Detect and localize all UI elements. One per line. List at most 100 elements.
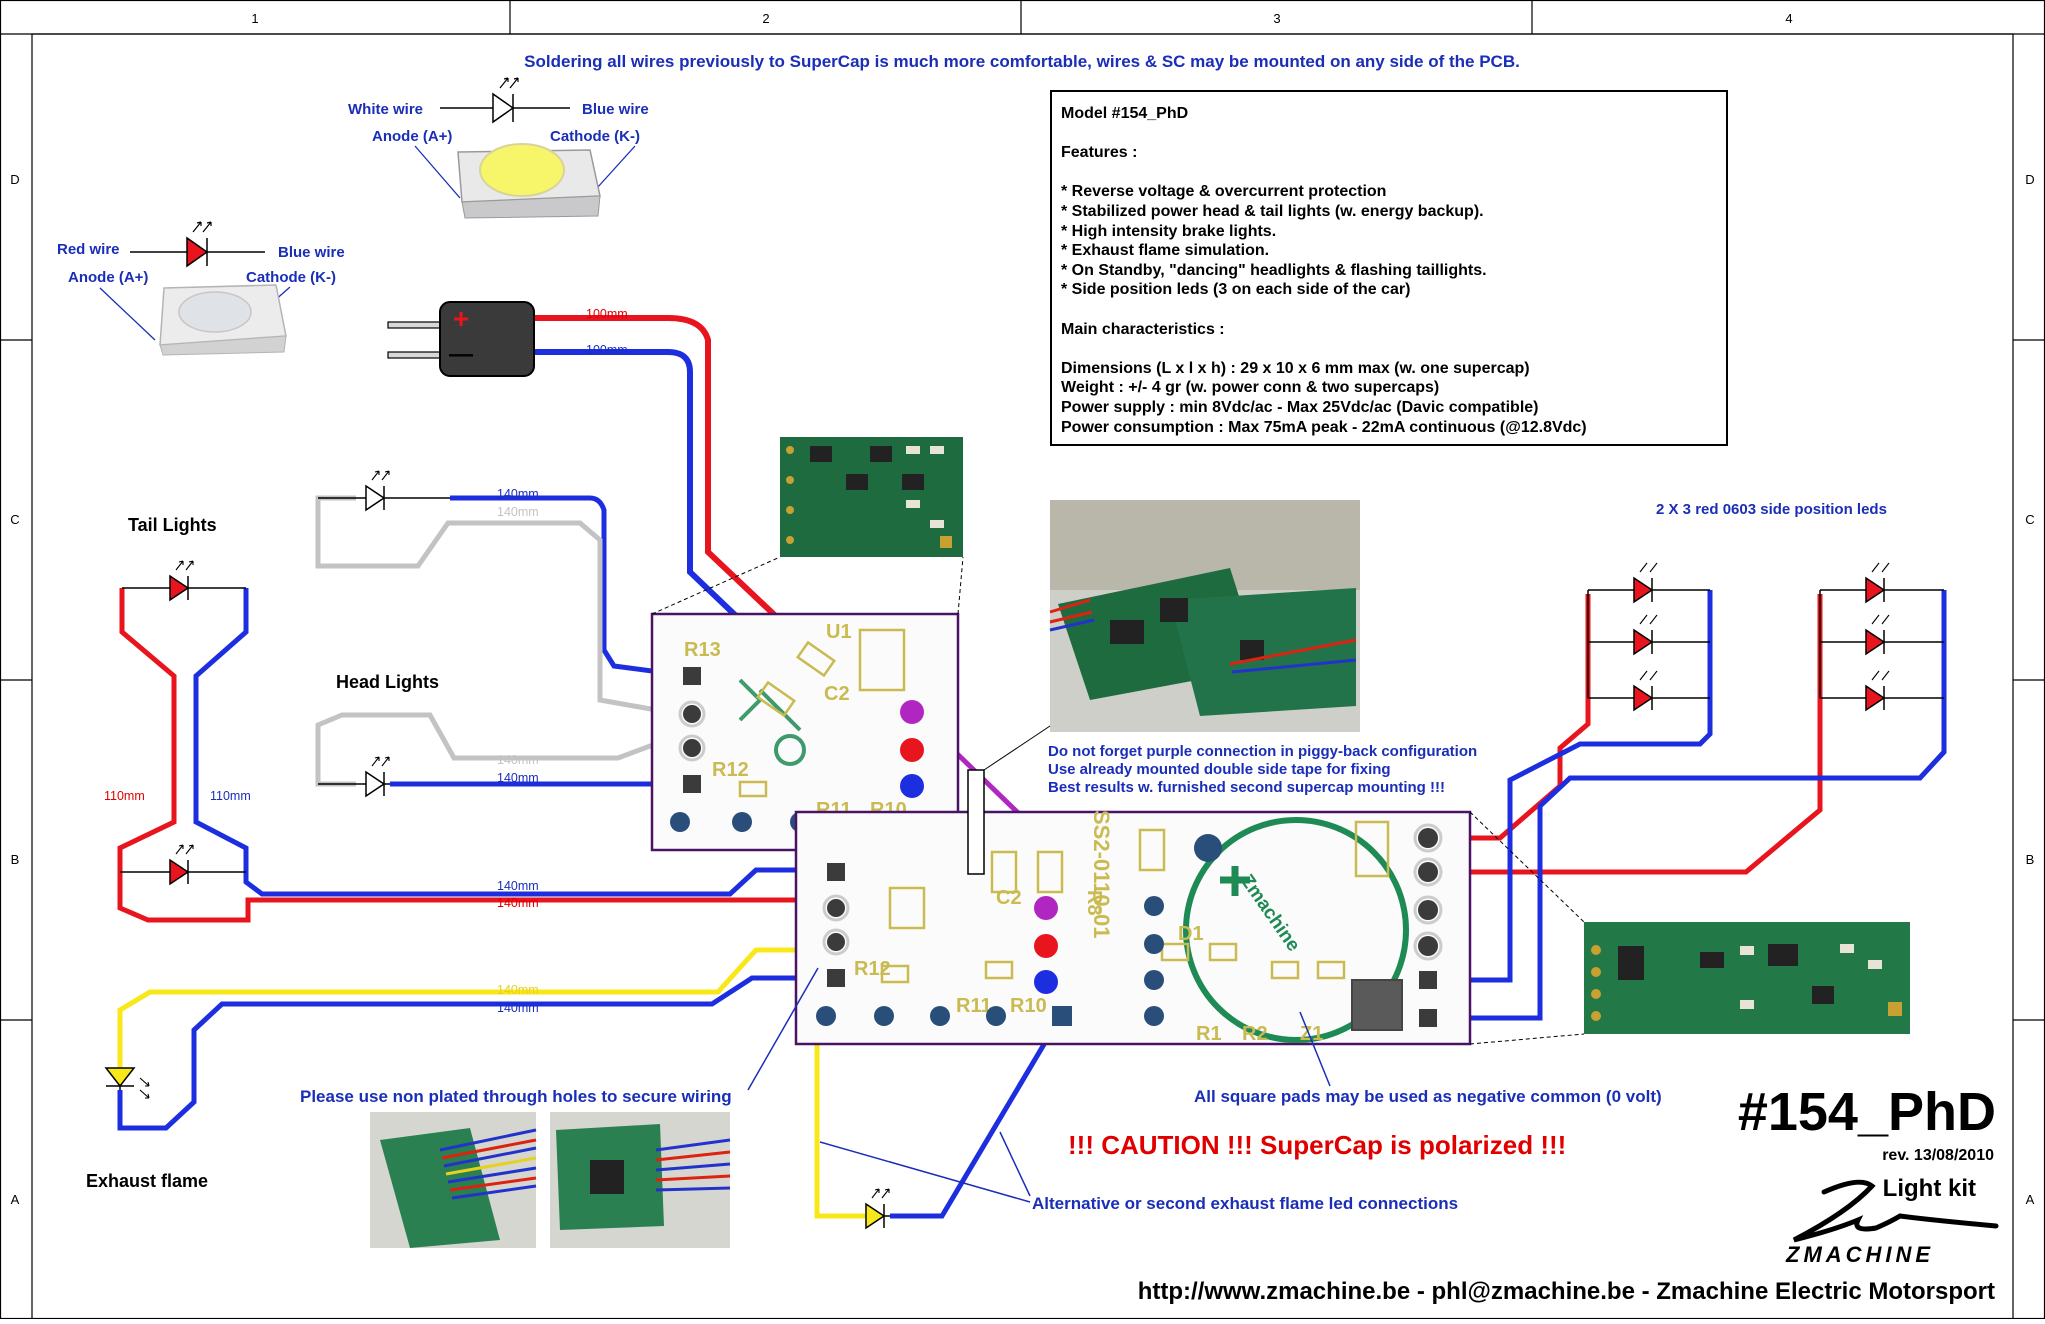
spec-feature-5: * On Standby, "dancing" headlights & fla… [1061,261,1487,279]
supercap-outline [1183,817,1409,1043]
footer-contact: http://www.zmachine.be - phl@zmachine.be… [1137,1278,1995,1305]
side-led-right-1-icon [1865,576,1886,604]
double-side-tape [967,769,985,875]
len-power-blue: 100mm [586,343,628,357]
side-led-right-2-icon [1865,628,1886,656]
lower-pcb-d1: D1 [1178,923,1204,945]
lower-pcb-c2: C2 [996,887,1022,909]
lower-pad-purple [1034,896,1058,920]
tail-blue-wire [193,588,820,897]
spec-weight: Weight : +/- 4 gr (w. power conn & two s… [1061,379,1440,397]
side-right-red-wire [1428,594,1823,875]
len-exhaust-blue: 140mm [497,1001,539,1015]
square-pads-note: All square pads may be used as negative … [1194,1087,1662,1106]
column-marker-2: 2 [762,11,769,26]
photo-wiring-front [370,1112,537,1248]
row-marker-a-left: A [11,1192,20,1207]
purple-note-line-1: Do not forget purple connection in piggy… [1048,743,1477,760]
connector-minus: — [449,341,473,368]
red-led-anode: Anode (A+) [68,269,148,286]
head1-blue-wire [450,495,691,679]
upper-pad-purple [900,700,924,724]
headlight2-led-icon [365,770,386,798]
exhaust-yellow-wire [117,947,820,1068]
red-led-cathode: Cathode (K-) [246,269,336,286]
logo-wordmark: ZMACHINE [1785,1242,1934,1267]
side-leds-label: 2 X 3 red 0603 side position leds [1656,501,1887,518]
side-right-blue-wire [1428,590,1947,1021]
len-tail-blue: 110mm [210,789,251,803]
non-plated-note: Please use non plated through holes to s… [300,1087,732,1106]
lower-pcb-r10: R10 [1010,995,1047,1017]
photo-main-pcb [1584,922,1910,1034]
exhaust2-blue-wire [890,1012,1065,1219]
lower-pcb-board-code: SS2-0110-01 [1089,810,1114,938]
head1-white-wire [315,495,691,719]
spec-characteristics-heading: Main characteristics : [1061,320,1225,338]
len-brake-blue: 140mm [497,879,539,893]
upper-pcb-r13: R13 [684,639,721,661]
tail-red-wire [117,588,820,923]
side-led-left-3-icon [1633,684,1654,712]
revision-text: rev. 13/08/2010 [1882,1147,1994,1164]
purple-note-line-3: Best results w. furnished second superca… [1048,779,1445,796]
spec-feature-1: * Reverse voltage & overcurrent protecti… [1061,183,1387,201]
len-head2-white: 140mm [497,753,539,767]
column-marker-1: 1 [251,11,258,26]
upper-pad-red [900,738,924,762]
row-marker-c-right: C [2025,512,2034,527]
photo-top-pcb [780,437,963,557]
photo-piggyback [1049,500,1360,732]
tail-lights-label: Tail Lights [128,515,217,535]
side-leds-left [1587,562,1710,712]
lower-pad-blue [1034,970,1058,994]
spec-features-heading: Features : [1061,144,1138,162]
power-blue-wire [535,349,913,785]
lower-pcb-r11: R11 [956,995,992,1017]
exhaust-flame-label: Exhaust flame [86,1171,208,1191]
clear-smd-led-icon [159,284,287,356]
column-marker-3: 3 [1273,11,1280,26]
len-power-red: 100mm [586,307,628,321]
row-marker-b-left: B [11,852,20,867]
spec-feature-3: * High intensity brake lights. [1061,222,1277,240]
len-head2-blue: 140mm [497,771,539,785]
exhaust-led-icon [104,1067,136,1088]
len-head1-white: 140mm [497,505,539,519]
len-brake-red: 140mm [497,896,539,910]
purple-note-line-2: Use already mounted double side tape for… [1048,761,1391,778]
spec-dimensions: Dimensions (L x l x h) : 29 x 10 x 6 mm … [1061,359,1530,377]
zmachine-logo: ZMACHINE [1785,1179,1999,1267]
connector-plus: + [453,303,469,334]
head2-white-wire [315,712,691,787]
spec-power-supply: Power supply : min 8Vdc/ac - Max 25Vdc/a… [1061,398,1539,416]
red-led-diagram: Red wire Anode (A+) Blue wire Cathode (K… [57,221,345,356]
spec-feature-2: * Stabilized power head & tail lights (w… [1061,202,1484,220]
upper-pcb-c2: C2 [824,683,850,705]
exhaust-blue-wire [117,975,820,1131]
white-led-diagram: White wire Anode (A+) Blue wire Cathode … [348,77,649,219]
taillight1-led-icon [169,574,190,602]
side-led-left-1-icon [1633,576,1654,604]
lower-pcb-r12: R12 [854,958,891,980]
spec-feature-4: * Exhaust flame simulation. [1061,242,1270,260]
row-marker-a-right: A [2026,1192,2035,1207]
red-led-left-wire: Red wire [57,241,120,258]
head-lights-label: Head Lights [336,672,439,692]
side-led-right-3-icon [1865,684,1886,712]
len-exhaust-yellow: 140mm [497,983,539,997]
lower-pcb-z1: Z1 [1300,1023,1323,1045]
exhaust2-yellow-wire [814,1006,868,1219]
red-led-symbol-icon [186,236,209,268]
column-marker-4: 4 [1785,11,1792,26]
lower-pcb-r8: R8 [1083,890,1105,916]
upper-pcb: R13 R12 R11 R10 U1 C2 [650,612,960,852]
headlight1-led-icon [365,484,386,512]
side-left-red-wire [1428,594,1591,841]
spec-power-consumption: Power consumption : Max 75mA peak - 22mA… [1061,418,1587,436]
len-head1-blue: 140mm [497,487,539,501]
alternative-note: Alternative or second exhaust flame led … [1032,1194,1458,1213]
white-led-right-wire: Blue wire [582,101,649,118]
lower-pcb-r2: R2 [1242,1023,1268,1045]
